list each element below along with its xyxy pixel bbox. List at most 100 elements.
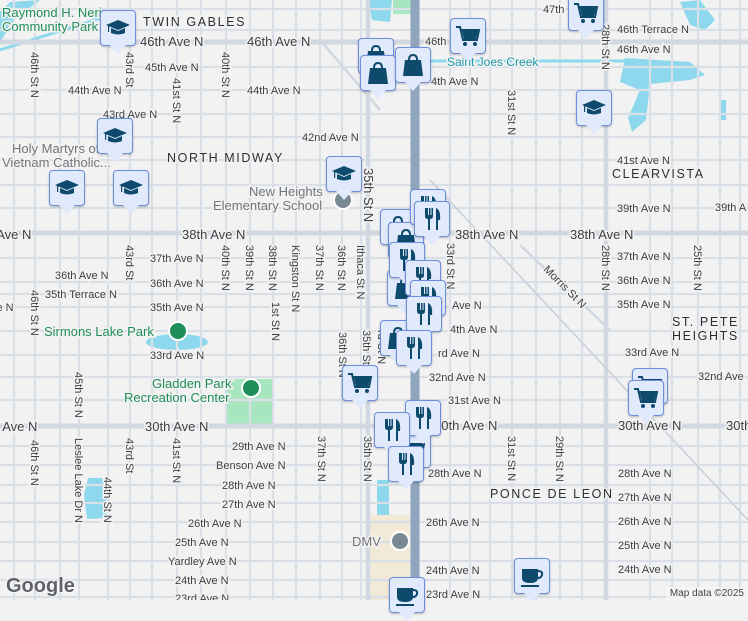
street-label: 41st St N bbox=[170, 438, 182, 483]
avenue-label: 29th Ave N bbox=[232, 441, 286, 453]
park-pin-icon[interactable] bbox=[241, 378, 261, 398]
restaurant-marker[interactable] bbox=[414, 201, 450, 245]
restaurant-icon bbox=[416, 407, 432, 429]
church-label: Holy Martyrs of bbox=[12, 141, 100, 156]
avenue-label: 38th Ave N bbox=[455, 227, 518, 242]
school-marker[interactable] bbox=[97, 118, 133, 162]
avenue-label: 42nd Ave N bbox=[302, 132, 359, 144]
avenue-label: 28th Ave N bbox=[618, 468, 672, 480]
avenue-label: 26th Ave N bbox=[188, 518, 242, 530]
street-label: 43rd St bbox=[123, 52, 135, 87]
avenue-label: 46th Ave N bbox=[617, 44, 671, 56]
school-icon bbox=[582, 100, 606, 115]
restaurant-icon bbox=[385, 419, 401, 441]
map-attribution[interactable]: Map data ©2025 bbox=[665, 587, 748, 600]
neighborhood-label: TWIN GABLES bbox=[143, 15, 246, 29]
avenue-label: 32nd Ave bbox=[698, 371, 744, 383]
school-marker[interactable] bbox=[326, 156, 362, 200]
lake bbox=[620, 58, 705, 132]
avenue-label: 41st Ave N bbox=[617, 155, 670, 167]
avenue-label: 37th Ave N bbox=[150, 253, 204, 265]
avenue-label: 30th Ave N bbox=[145, 419, 208, 434]
restaurant-marker[interactable] bbox=[374, 412, 410, 456]
restaurant-marker[interactable] bbox=[388, 446, 424, 490]
avenue-label: 44th Ave N bbox=[247, 85, 301, 97]
restaurant-icon bbox=[425, 208, 441, 230]
avenue-label: 26th Ave N bbox=[618, 516, 672, 528]
avenue-label: 36th Ave N bbox=[150, 278, 204, 290]
street-label: 40th St N bbox=[219, 52, 231, 98]
lake bbox=[720, 100, 726, 120]
railway bbox=[429, 179, 748, 521]
street-label: 25th St N bbox=[691, 245, 703, 291]
avenue-label: 27th Ave N bbox=[222, 499, 276, 511]
cart-marker[interactable] bbox=[568, 0, 604, 39]
restaurant-marker[interactable] bbox=[406, 296, 442, 340]
avenue-label: 30th Ave N bbox=[434, 418, 497, 433]
avenue-label: 46th Terrace N bbox=[617, 24, 689, 36]
avenue-label: 38th Ave N bbox=[570, 227, 633, 242]
avenue-label: 4th Ave N bbox=[450, 324, 498, 336]
school-marker[interactable] bbox=[100, 10, 136, 54]
school-marker[interactable] bbox=[576, 90, 612, 134]
street-label: Ithaca St N bbox=[354, 245, 366, 299]
restaurant-marker[interactable] bbox=[405, 400, 441, 444]
park-label: Raymond H. Neri bbox=[2, 5, 102, 20]
park-label: Community Park bbox=[2, 19, 99, 34]
avenue-label: 37th Ave N bbox=[617, 251, 671, 263]
cart-icon bbox=[348, 373, 373, 393]
restaurant-icon bbox=[399, 453, 415, 475]
avenue-label: 46th Ave N bbox=[247, 34, 310, 49]
shopping-bag-icon bbox=[368, 61, 388, 84]
school-marker[interactable] bbox=[49, 170, 85, 214]
avenue-label: rd Ave N bbox=[438, 348, 480, 360]
cart-marker[interactable] bbox=[628, 380, 664, 424]
street-label: 38th St N bbox=[266, 245, 278, 291]
avenue-label: 47th bbox=[543, 4, 564, 16]
neighborhood-label: NORTH MIDWAY bbox=[167, 151, 284, 165]
avenue-label: 33rd Ave N bbox=[150, 350, 204, 362]
park-area bbox=[393, 0, 411, 14]
school-icon bbox=[55, 180, 79, 195]
street-label: 28th St N bbox=[599, 24, 611, 70]
road-network bbox=[0, 0, 748, 600]
shopping-bag-marker[interactable] bbox=[395, 47, 431, 91]
coffee-marker[interactable] bbox=[389, 577, 425, 621]
avenue-label: 46th Ave N bbox=[140, 34, 203, 49]
park-label: Recreation Center bbox=[124, 390, 230, 405]
school-icon bbox=[103, 128, 127, 143]
avenue-label: 38th Ave N bbox=[182, 227, 245, 242]
avenue-label: 27th Ave N bbox=[618, 492, 672, 504]
tree-icon[interactable] bbox=[168, 321, 188, 341]
cart-icon bbox=[456, 26, 481, 46]
neighborhood-label: ST. PETE bbox=[672, 315, 739, 329]
coffee-icon bbox=[396, 588, 419, 606]
street-label: 46th St N bbox=[28, 440, 40, 486]
school-icon bbox=[106, 20, 130, 35]
avenue-label: 23rd Ave N bbox=[426, 589, 480, 600]
neighborhood-label: CLEARVISTA bbox=[612, 167, 705, 181]
cart-marker[interactable] bbox=[342, 365, 378, 409]
avenue-label: 30th Ave N bbox=[0, 419, 37, 434]
museum-icon[interactable] bbox=[390, 531, 410, 551]
school-label: New Heights bbox=[249, 184, 323, 199]
restaurant-marker[interactable] bbox=[396, 330, 432, 374]
avenue-label: 39th Ave N bbox=[617, 203, 671, 215]
neighborhood-label: PONCE DE LEON bbox=[490, 487, 614, 501]
shopping-bag-marker[interactable] bbox=[360, 55, 396, 99]
cart-icon bbox=[634, 388, 659, 408]
avenue-label: 35th Terrace N bbox=[45, 289, 117, 301]
avenue-label: 44th Ave N bbox=[68, 85, 122, 97]
avenue-label: 30th Ave N bbox=[618, 418, 681, 433]
street-label: 39th St N bbox=[243, 245, 255, 291]
cart-marker[interactable] bbox=[450, 18, 486, 62]
street-label: 33rd St N bbox=[444, 243, 456, 290]
pond bbox=[377, 480, 389, 520]
coffee-marker[interactable] bbox=[514, 558, 550, 602]
school-marker[interactable] bbox=[113, 170, 149, 214]
leslee-lake bbox=[84, 478, 108, 519]
avenue-label: 38th Ave N bbox=[0, 227, 31, 242]
street-label: 37th St N bbox=[315, 436, 327, 482]
